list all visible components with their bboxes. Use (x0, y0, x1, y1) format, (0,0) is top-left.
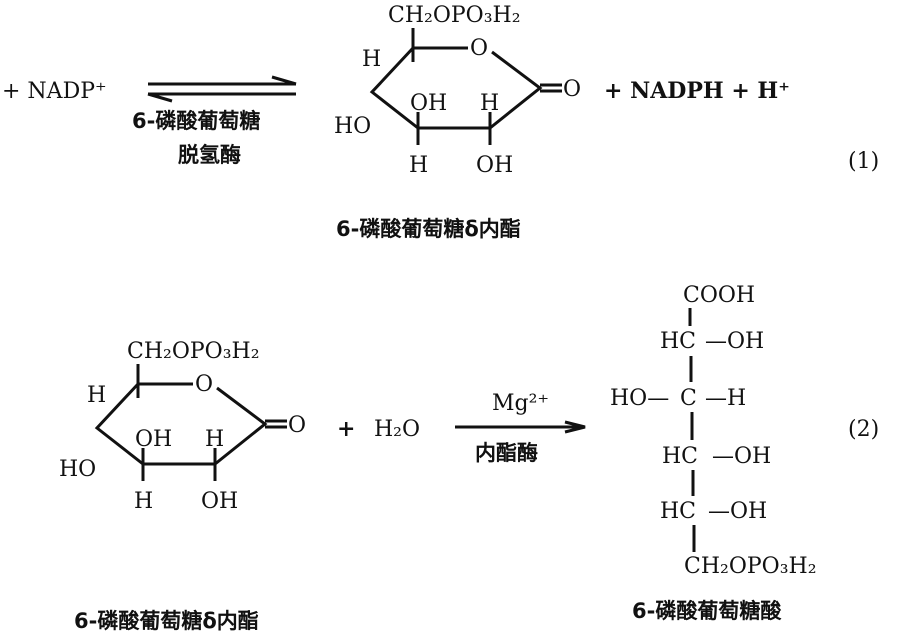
h-substituent: H (409, 153, 428, 178)
h-substituent: H (362, 47, 381, 72)
reaction-arrow-head (564, 420, 586, 434)
ch2opo3h2-group: CH₂OPO₃H₂ (127, 339, 260, 364)
oh-substituent: OH (476, 153, 513, 178)
reverse-arrow-head (147, 92, 173, 103)
enzyme-label: 内酯酶 (475, 441, 538, 465)
h-substituent: H (205, 427, 224, 452)
hc-group: HC (660, 329, 696, 354)
plus-sign: + (337, 416, 355, 442)
reaction-number-2: (2) (848, 417, 879, 442)
hc-group: HC (662, 444, 698, 469)
enzyme-label-line2: 脱氢酶 (178, 143, 241, 167)
lactone-structure-1: CH₂OPO₃H₂ O O H HO OH H H OH (334, 3, 581, 178)
ho-substituent: HO (334, 114, 371, 139)
oh-substituent: OH (410, 91, 447, 116)
ring-oxygen: O (470, 36, 488, 61)
ring-bonds (94, 382, 268, 466)
carboxyl-group: COOH (683, 283, 755, 308)
forward-arrow-head (271, 75, 297, 86)
hc-group: HC (660, 499, 696, 524)
h-substituent: H (480, 91, 499, 116)
ho-substituent: HO (59, 457, 96, 482)
nadp-reactant: + NADP⁺ (2, 79, 107, 104)
h-substituent: H (134, 489, 153, 514)
ring-bonds (369, 46, 543, 130)
ring-oxygen: O (195, 372, 213, 397)
cofactor-label: Mg²⁺ (492, 391, 549, 416)
lactone-structure-2: CH₂OPO₃H₂ O O H HO OH H H OH (59, 339, 306, 514)
ho-group: HO— (610, 386, 669, 411)
carbonyl-oxygen: O (288, 413, 306, 438)
h-group: —H (705, 386, 746, 411)
oh-group: —OH (708, 499, 767, 524)
enzyme-label-line1: 6-磷酸葡萄糖 (132, 109, 260, 133)
oh-group: —OH (705, 329, 764, 354)
water: H₂O (374, 417, 420, 442)
carbon: C (680, 386, 697, 411)
lactone-label-1: 6-磷酸葡萄糖δ内酯 (336, 217, 521, 241)
equilibrium-arrow (147, 75, 297, 103)
lactone-label-2: 6-磷酸葡萄糖δ内酯 (74, 609, 259, 633)
h-substituent: H (87, 383, 106, 408)
gluconate-label: 6-磷酸葡萄糖酸 (632, 599, 782, 623)
gluconate-structure: COOH HC —OH HO— C —H HC —OH HC —OH CH₂OP… (610, 283, 817, 579)
oh-group: —OH (712, 444, 771, 469)
ch2opo3h2-group: CH₂OPO₃H₂ (684, 554, 817, 579)
carbonyl-oxygen: O (563, 77, 581, 102)
nadph-products: + NADPH + H⁺ (604, 78, 790, 104)
ch2opo3h2-group: CH₂OPO₃H₂ (388, 3, 521, 28)
reaction-number-1: (1) (848, 149, 879, 174)
oh-substituent: OH (201, 489, 238, 514)
oh-substituent: OH (135, 427, 172, 452)
